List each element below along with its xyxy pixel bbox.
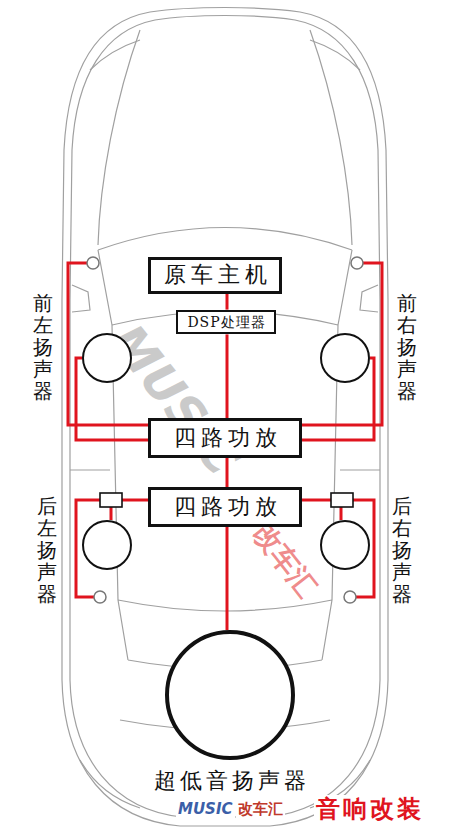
box-label: 原车主机 <box>159 262 272 288</box>
speaker-circle: 前右扬声器 <box>320 333 370 383</box>
car-body <box>62 8 388 827</box>
speaker-cone <box>83 521 131 569</box>
signal-wire <box>111 500 148 520</box>
box-label: DSP处理器 <box>186 314 265 331</box>
speaker-label: 前左扬声器 <box>33 292 53 402</box>
circle-outline <box>320 520 370 570</box>
speaker-label: 后左扬声器 <box>37 495 57 605</box>
amplifier-box: 四路功放 <box>148 418 302 458</box>
box-label: 四路功放 <box>169 494 282 520</box>
brand-text: 音响改装 <box>314 795 426 824</box>
tweeter-wires <box>68 263 382 597</box>
signal-wire <box>302 500 341 520</box>
circle-outline <box>320 333 370 383</box>
tweeter-symbol <box>351 257 363 269</box>
box-label: 四路功放 <box>169 425 282 451</box>
speaker-circle: 前左扬声器 <box>82 333 132 383</box>
crossover-symbol <box>331 493 353 507</box>
crossover-symbol <box>100 493 122 507</box>
speaker-label: 前右扬声器 <box>397 292 417 402</box>
dsp-box: DSP处理器 <box>176 310 276 335</box>
speaker-label: 超低音扬声器 <box>150 768 310 794</box>
headlight <box>90 40 360 70</box>
circle-outline <box>165 630 295 760</box>
speaker-circle: 后右扬声器 <box>320 520 370 570</box>
subwoofer-circle: 超低音扬声器 <box>165 630 295 760</box>
amplifier-box: 四路功放 <box>148 487 302 527</box>
hood-line <box>98 30 352 245</box>
signal-wire <box>226 294 229 310</box>
circle-outline <box>82 333 132 383</box>
logo-text: MUSIC <box>176 800 235 818</box>
speaker-circle: 后左扬声器 <box>82 520 132 570</box>
speaker-cone <box>167 632 293 758</box>
tweeter-symbol <box>94 591 106 603</box>
circle-outline <box>82 520 132 570</box>
signal-wire <box>226 334 229 418</box>
tweeter-symbol <box>87 257 99 269</box>
watermark: 改车汇 <box>246 517 324 604</box>
tweeter-symbol <box>344 591 356 603</box>
tweeter-wire <box>302 263 382 425</box>
body-inner-outline <box>70 16 380 818</box>
head-unit-box: 原车主机 <box>148 257 282 294</box>
body-outline <box>62 8 388 827</box>
speaker-label: 后右扬声器 <box>392 495 412 605</box>
speaker-cone <box>321 521 369 569</box>
speaker-cone <box>83 334 131 382</box>
logo-text: 改车汇 <box>236 800 285 818</box>
speaker-cone <box>321 334 369 382</box>
signal-wire <box>226 527 229 630</box>
